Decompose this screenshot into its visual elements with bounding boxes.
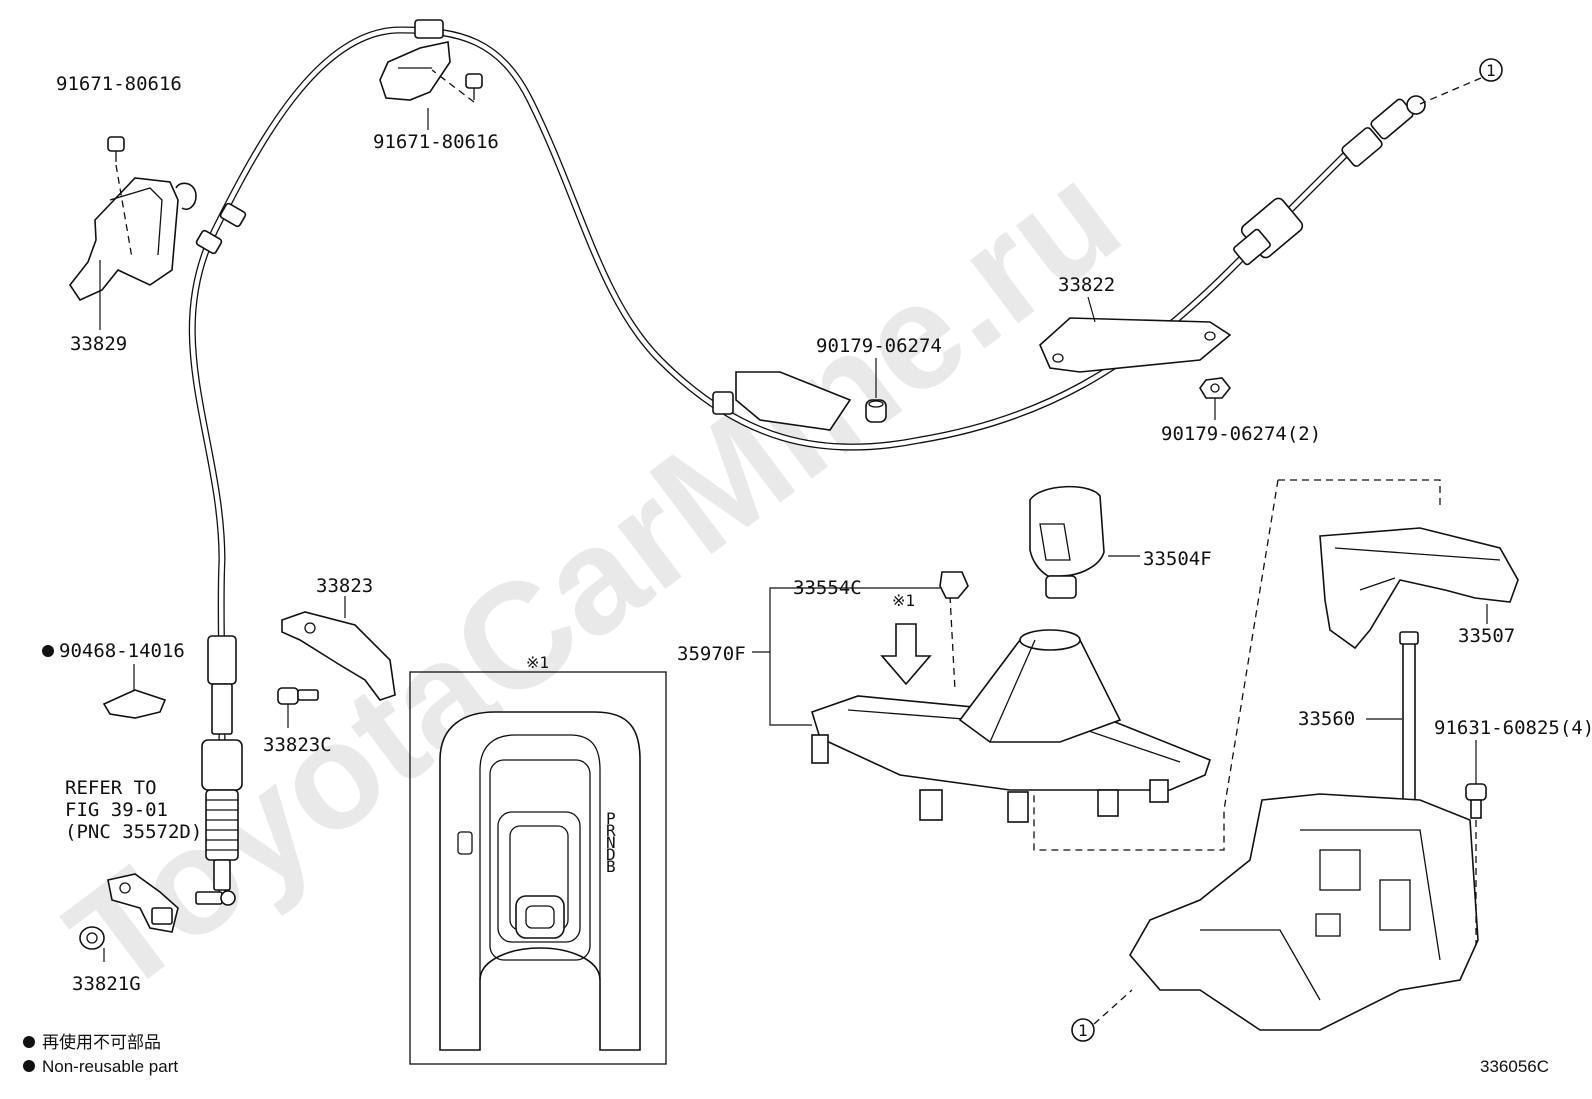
detail-frame	[409, 671, 667, 1065]
clip-33554C	[939, 571, 969, 599]
bracket-33829	[69, 136, 197, 302]
console-legs	[811, 734, 1169, 823]
shift-n: N	[606, 833, 616, 852]
diagram-code: 336056C	[1480, 1057, 1549, 1076]
shift-lever-33560	[1399, 631, 1419, 811]
svg-text:1: 1	[1486, 61, 1496, 80]
bracket-33823	[281, 611, 396, 701]
shift-base-assembly	[1129, 793, 1479, 1031]
shift-d: D	[606, 845, 616, 864]
legend-dot-jp	[23, 1036, 35, 1048]
clip-90468	[102, 689, 167, 719]
circle-ref-top: 1	[1479, 58, 1503, 82]
label-91671-left: 91671-80616	[56, 73, 182, 95]
refer-line-3: (PNC 35572D)	[65, 821, 202, 843]
shift-p: P	[606, 809, 616, 828]
bracket-33822	[1039, 317, 1232, 373]
legend-jp: 再使用不可部品	[42, 1032, 161, 1052]
nut-90179	[865, 399, 887, 423]
label-90468: 90468-14016	[59, 640, 185, 662]
bracket-35572D	[107, 873, 179, 933]
cable-boot	[205, 789, 239, 861]
shift-b: B	[606, 857, 616, 876]
bolt-91631	[1465, 783, 1487, 819]
shift-indicator: P R N D B	[606, 809, 616, 876]
cable-clamp-mid	[735, 371, 852, 431]
leader-33554C-dash	[949, 595, 956, 691]
detail-marker-label: ※1	[526, 653, 549, 672]
refer-line-1: REFER TO	[65, 777, 157, 799]
label-33822: 33822	[1058, 274, 1115, 296]
label-33821G: 33821G	[72, 973, 141, 995]
label-90179-2: 90179-06274(2)	[1161, 423, 1321, 445]
leader-33829-bolt	[115, 164, 133, 259]
assembly-outline-bottom	[1033, 479, 1279, 851]
cover-33507	[1319, 527, 1519, 650]
label-91671-top: 91671-80616	[373, 131, 499, 153]
nut-90179-2	[1199, 377, 1232, 399]
cable-bracket-top	[379, 41, 483, 101]
collar-33821G	[79, 926, 105, 950]
svg-text:1: 1	[1078, 1021, 1088, 1040]
label-33823: 33823	[316, 575, 373, 597]
legend-en: Non-reusable part	[42, 1057, 178, 1076]
label-33507: 33507	[1458, 625, 1515, 647]
label-33823C: 33823C	[263, 734, 332, 756]
legend-dot-en	[23, 1060, 35, 1072]
circle-ref-top-dash	[1419, 77, 1482, 105]
arrow-marker-label: ※1	[892, 591, 915, 610]
label-33504F: 33504F	[1143, 548, 1212, 570]
label-33829: 33829	[70, 333, 127, 355]
label-33554C: 33554C	[793, 577, 862, 599]
console-35970F	[811, 629, 1211, 823]
circle-ref-bottom: 1	[1071, 1018, 1095, 1042]
leader-35970F-bracket	[769, 587, 870, 726]
bolt-33823C	[277, 687, 319, 705]
detail-panel: P R N D B	[409, 671, 667, 1065]
label-33560: 33560	[1298, 708, 1355, 730]
label-35970F: 35970F	[677, 643, 746, 665]
view-arrow	[880, 623, 932, 686]
leader-33822	[1087, 296, 1096, 323]
label-90179: 90179-06274	[816, 335, 942, 357]
knob-33504F	[1029, 485, 1105, 599]
leader-top-bolt-dash	[431, 69, 475, 103]
non-reusable-dot	[42, 645, 54, 657]
circle-ref-bottom-dash	[1093, 989, 1133, 1025]
assembly-outline-top	[1278, 479, 1441, 508]
label-91631: 91631-60825(4)	[1434, 717, 1592, 739]
refer-line-2: FIG 39-01	[65, 799, 168, 821]
shift-r: R	[606, 821, 616, 840]
